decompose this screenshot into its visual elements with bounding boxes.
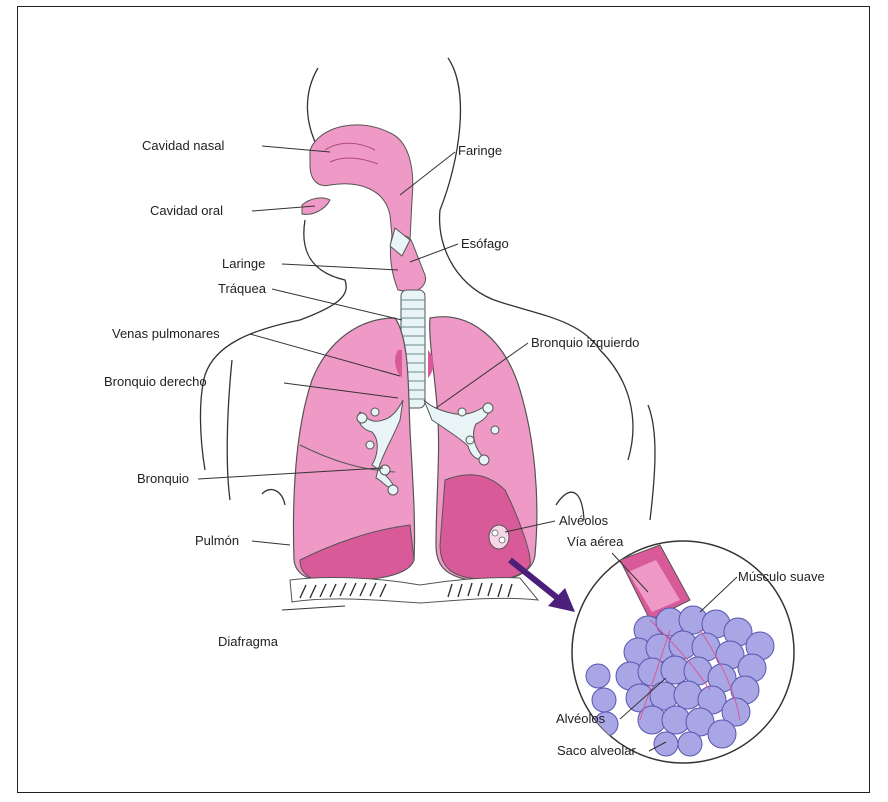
right-lung xyxy=(293,318,414,582)
label-saco-alveolar: Saco alveolar xyxy=(557,743,636,758)
label-traquea: Tráquea xyxy=(218,281,266,296)
pharynx-larynx xyxy=(390,228,426,292)
label-alveolos-top: Alvéolos xyxy=(559,513,608,528)
body-outline xyxy=(200,58,655,520)
label-bronquio-izquierdo: Bronquio izquierdo xyxy=(531,335,639,350)
label-bronquio-derecho: Bronquio derecho xyxy=(104,374,207,389)
diaphragm xyxy=(290,578,538,603)
label-via-aerea: Vía aérea xyxy=(567,534,623,549)
label-venas-pulmonares: Venas pulmonares xyxy=(112,326,220,341)
label-alveolos-bottom: Alvéolos xyxy=(556,711,605,726)
label-diafragma: Diafragma xyxy=(218,634,278,649)
label-faringe: Faringe xyxy=(458,143,502,158)
label-esofago: Esófago xyxy=(461,236,509,251)
label-bronquio: Bronquio xyxy=(137,471,189,486)
left-lung xyxy=(428,317,537,582)
label-cavidad-nasal: Cavidad nasal xyxy=(142,138,224,153)
label-cavidad-oral: Cavidad oral xyxy=(150,203,223,218)
label-musculo-suave: Músculo suave xyxy=(738,569,825,584)
nasal-oral-cavity xyxy=(302,125,413,240)
label-laringe: Laringe xyxy=(222,256,265,271)
label-pulmon: Pulmón xyxy=(195,533,239,548)
